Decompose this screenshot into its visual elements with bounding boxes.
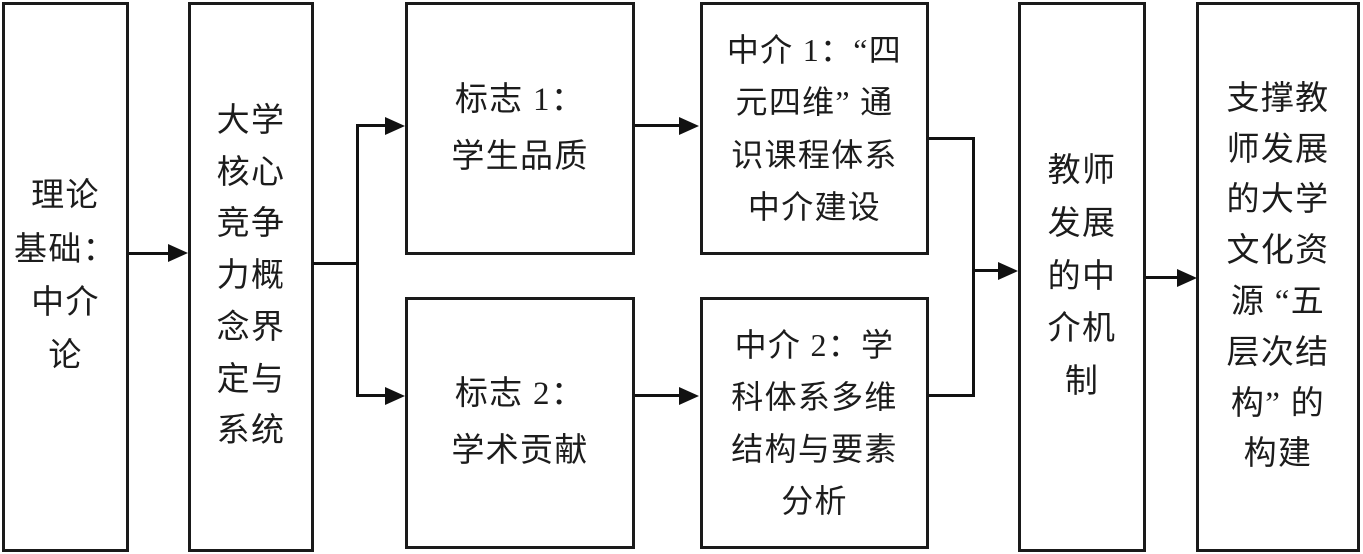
edge-n2-n4-arrowhead [385,387,405,405]
node-label: 中介 1：“四 元四维” 通 识课程体系 中介建设 [726,32,903,225]
node-medium-1-general-education-curriculum[interactable]: 中介 1：“四 元四维” 通 识课程体系 中介建设 [700,2,929,255]
node-label: 支撑教 师发展 的大学 文化资 源 “五 层次结 构” 的 构建 [1226,80,1330,473]
node-core-competitiveness-concept[interactable]: 大学 核心 竞争 力概 念界 定与 系统 [188,2,314,552]
edge-n2-n3-line [356,124,389,127]
node-label: 理论 基础： 中介 论 [14,178,117,375]
edge-n2-branch-riser [356,124,359,397]
edge-merge-n7-line [972,269,1002,272]
edge-merge-n7-arrowhead [998,262,1018,280]
edge-n4-n6-arrowhead [679,387,699,405]
edge-n2-n3-arrowhead [385,117,405,135]
node-label: 标志 1： 学生品质 [451,81,589,175]
node-university-culture-five-layer-structure[interactable]: 支撑教 师发展 的大学 文化资 源 “五 层次结 构” 的 构建 [1196,2,1360,552]
node-label: 中介 2：学 科体系多维 结构与要素 分析 [731,326,898,520]
node-theoretical-basis[interactable]: 理论 基础： 中介 论 [2,2,129,552]
edge-n6-merge-line [929,394,975,397]
edge-n7-n8-line [1146,276,1182,279]
edge-n2-branch-stem [313,262,359,265]
node-medium-2-discipline-system[interactable]: 中介 2：学 科体系多维 结构与要素 分析 [700,297,929,549]
edge-n1-n2-line [129,252,172,255]
node-label: 标志 2： 学术贡献 [451,376,589,469]
edge-n7-n8-arrowhead [1177,269,1197,287]
node-teacher-development-mechanism[interactable]: 教师 发展 的中 介机 制 [1018,2,1146,552]
edge-n5-merge-line [929,137,975,140]
edge-n1-n2-arrowhead [168,244,188,262]
edge-n3-n5-arrowhead [679,117,699,135]
node-marker-1-student-quality[interactable]: 标志 1： 学生品质 [405,2,635,255]
node-label: 大学 核心 竞争 力概 念界 定与 系统 [216,102,286,450]
edge-n3-n5-line [635,124,681,127]
node-marker-2-academic-contribution[interactable]: 标志 2： 学术贡献 [405,297,635,549]
edge-merge-riser [972,137,975,397]
node-label: 教师 发展 的中 介机 制 [1047,153,1117,401]
edge-n2-n4-line [356,394,389,397]
edge-n4-n6-line [635,394,681,397]
